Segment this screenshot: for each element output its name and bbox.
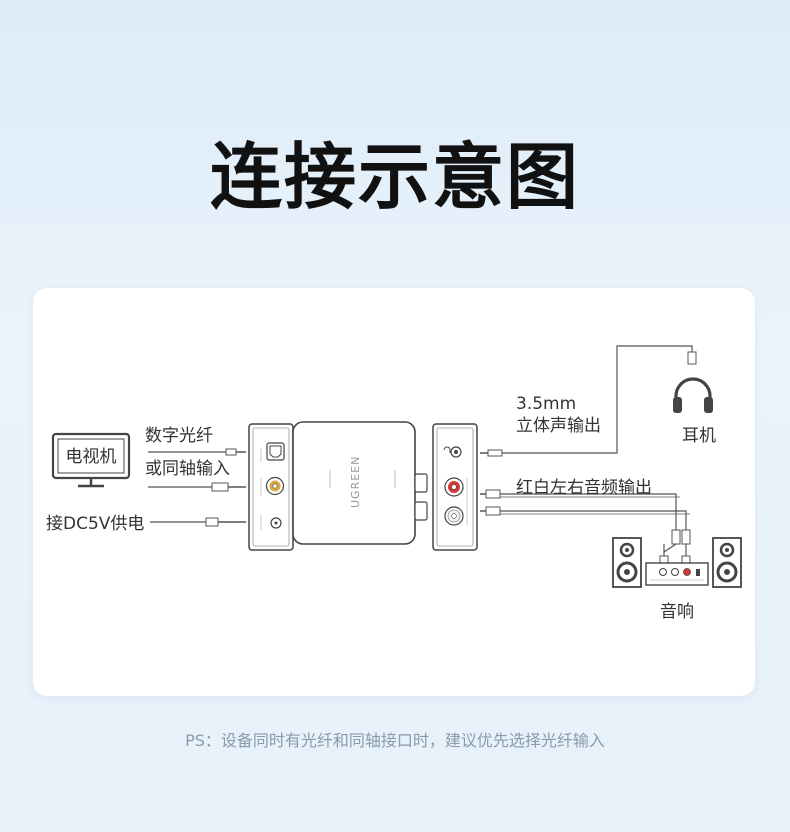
headphone-jack-icon — [443, 446, 462, 458]
optical-port-icon — [266, 442, 285, 461]
power-label: 接DC5V供电 — [46, 514, 144, 534]
headphone-cable — [480, 345, 697, 457]
page-title: 连接示意图 — [209, 135, 580, 219]
device-brand: UGREEN — [349, 456, 362, 508]
speaker-label: 音响 — [660, 602, 694, 622]
rca-white-port-icon — [444, 506, 464, 526]
footnote: PS：设备同时有光纤和同轴接口时，建议优先选择光纤输入 — [185, 731, 605, 750]
tv-label: 电视机 — [66, 447, 117, 467]
coaxial-port-icon — [265, 476, 285, 496]
device-input-panel — [248, 423, 294, 551]
dc-port-icon — [270, 517, 282, 529]
input-label-line2: 或同轴输入 — [145, 459, 230, 479]
coaxial-cable — [148, 482, 246, 492]
converter-device — [292, 421, 428, 545]
headphone-label: 耳机 — [682, 426, 716, 446]
rca-red-port-icon — [444, 477, 464, 497]
headphone-output-line2: 立体声输出 — [516, 416, 601, 436]
input-label-line1: 数字光纤 — [145, 426, 213, 446]
rca-output-label: 红白左右音频输出 — [516, 478, 652, 498]
optical-cable — [148, 448, 246, 456]
power-cable — [150, 517, 246, 527]
device-output-panel — [432, 423, 478, 551]
speaker-system-icon — [612, 537, 742, 588]
headphone-icon — [673, 377, 713, 413]
tv-icon — [51, 432, 131, 488]
headphone-output-line1: 3.5mm — [516, 394, 576, 414]
rca-cable — [480, 489, 691, 567]
